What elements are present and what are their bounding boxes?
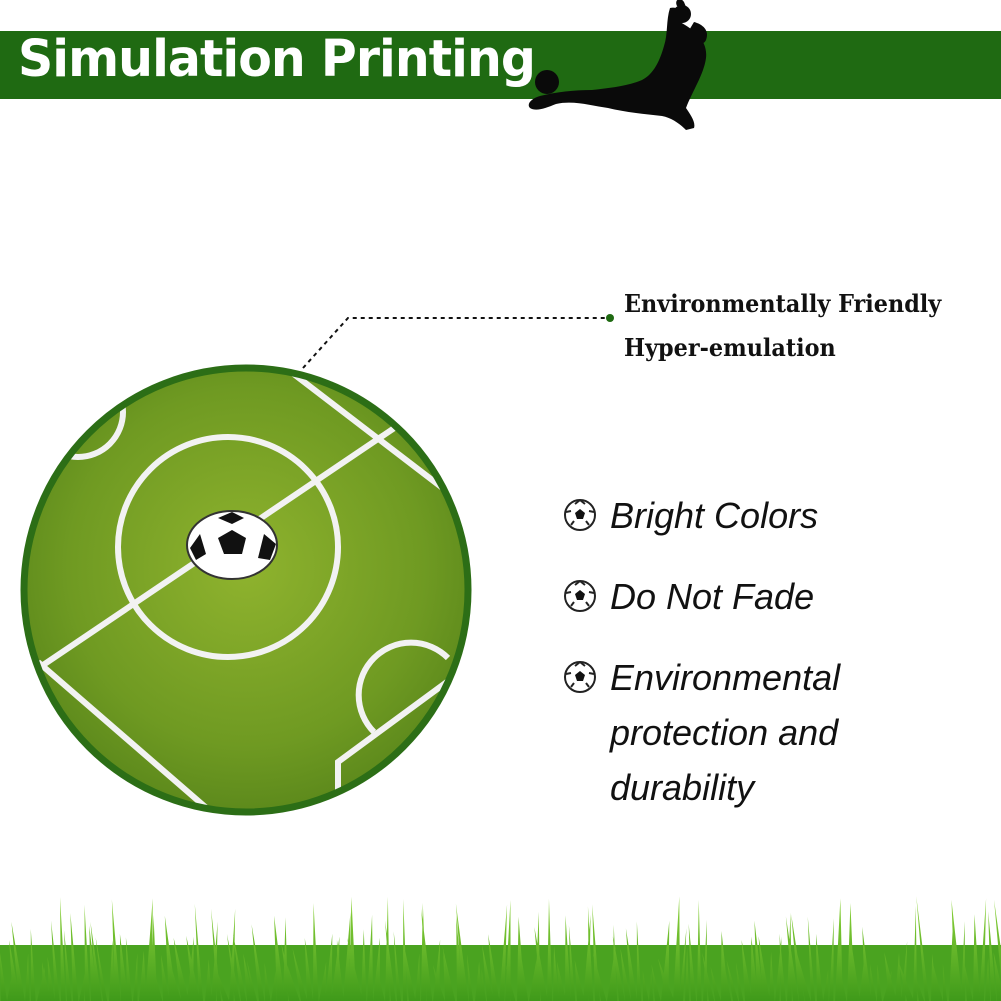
soccer-ball-icon [564,499,596,531]
feature-item: Environmental protection and durability [563,650,983,815]
grass-strip-image [0,896,1001,1001]
feature-item: Bright Colors [563,488,983,543]
player-bicycle-kick-icon [528,0,708,130]
callout-text: Environmentally Friendly Hyper-emulation [624,282,941,370]
pitch-closeup-image [20,364,472,816]
soccer-ball-icon [564,661,596,693]
header-band [0,31,1001,99]
feature-text: Do Not Fade [610,576,815,617]
feature-list: Bright Colors Do Not Fade Environmental … [563,488,983,815]
page-title: Simulation Printing [18,30,536,89]
callout-line-2: Hyper-emulation [624,333,836,362]
soccer-ball-icon [564,580,596,612]
feature-text: Bright Colors [610,495,819,536]
pitch-ball-icon [186,510,278,580]
feature-item: Do Not Fade [563,569,983,624]
callout-line-1: Environmentally Friendly [624,289,942,318]
feature-text: Environmental protection and durability [610,657,841,808]
